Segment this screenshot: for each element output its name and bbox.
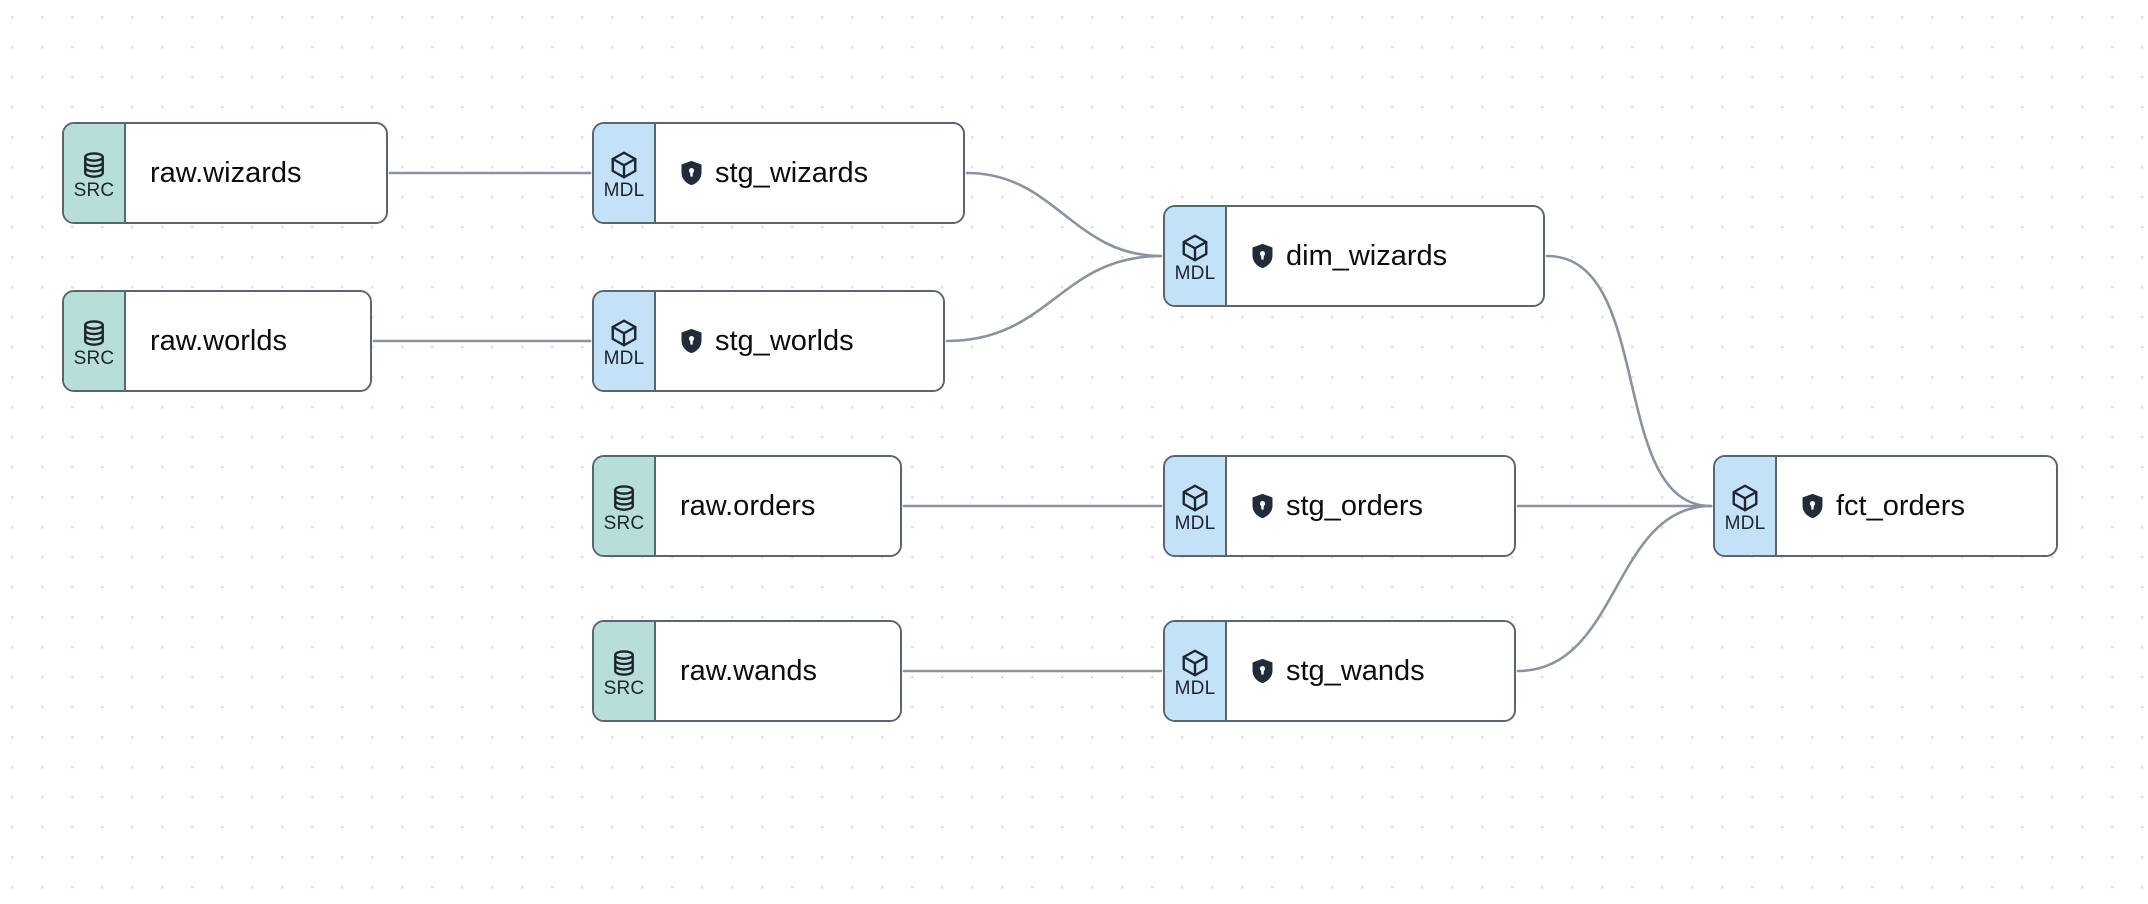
node-type-label: SRC [603,513,645,534]
node-body-raw-worlds: raw.worlds [126,292,370,390]
cube-icon [1180,233,1210,263]
lock-shield-icon [1251,658,1274,684]
node-fct-orders[interactable]: MDL fct_orders [1713,455,2058,557]
node-type-badge-dim-wizards: MDL [1165,207,1227,305]
node-type-badge-raw-worlds: SRC [64,292,126,390]
node-stg-wizards[interactable]: MDL stg_wizards [592,122,965,224]
node-label-stg-wizards: stg_wizards [715,156,869,189]
node-raw-wizards[interactable]: SRC raw.wizards [62,122,388,224]
node-body-fct-orders: fct_orders [1777,457,2056,555]
node-stg-wands[interactable]: MDL stg_wands [1163,620,1516,722]
database-icon [609,483,639,513]
edge-stg-wands-to-fct-orders[interactable] [1516,504,1713,673]
node-body-stg-worlds: stg_worlds [656,292,943,390]
lock-shield-icon [1251,493,1274,519]
cube-icon [609,318,639,348]
node-type-badge-stg-wizards: MDL [594,124,656,222]
edge-stg-worlds-to-dim-wizards[interactable] [945,254,1163,343]
node-type-label: MDL [1724,513,1766,534]
node-body-dim-wizards: dim_wizards [1227,207,1543,305]
lock-shield-icon [680,160,703,186]
node-type-label: MDL [1174,263,1216,284]
edge-dim-wizards-to-fct-orders[interactable] [1545,254,1713,508]
lock-shield-icon [680,328,703,354]
node-raw-worlds[interactable]: SRC raw.worlds [62,290,372,392]
node-label-raw-worlds: raw.worlds [150,324,287,357]
node-type-badge-stg-wands: MDL [1165,622,1227,720]
node-type-badge-raw-orders: SRC [594,457,656,555]
node-type-label: MDL [1174,678,1216,699]
node-raw-orders[interactable]: SRC raw.orders [592,455,902,557]
node-type-label: SRC [73,180,115,201]
node-raw-wands[interactable]: SRC raw.wands [592,620,902,722]
node-label-raw-wizards: raw.wizards [150,156,302,189]
node-label-stg-orders: stg_orders [1286,489,1424,522]
node-type-badge-raw-wands: SRC [594,622,656,720]
node-type-badge-fct-orders: MDL [1715,457,1777,555]
node-body-stg-wands: stg_wands [1227,622,1514,720]
node-type-label: MDL [603,180,645,201]
node-body-raw-wands: raw.wands [656,622,900,720]
database-icon [609,648,639,678]
database-icon [79,318,109,348]
node-body-stg-orders: stg_orders [1227,457,1514,555]
node-label-fct-orders: fct_orders [1836,489,1965,522]
node-type-label: SRC [603,678,645,699]
node-type-label: SRC [73,348,115,369]
node-stg-worlds[interactable]: MDL stg_worlds [592,290,945,392]
node-type-badge-raw-wizards: SRC [64,124,126,222]
node-body-raw-wizards: raw.wizards [126,124,386,222]
node-body-raw-orders: raw.orders [656,457,900,555]
node-label-stg-wands: stg_wands [1286,654,1425,687]
edge-stg-wizards-to-dim-wizards[interactable] [965,171,1163,258]
node-label-raw-orders: raw.orders [680,489,816,522]
node-type-badge-stg-worlds: MDL [594,292,656,390]
node-label-stg-worlds: stg_worlds [715,324,854,357]
node-stg-orders[interactable]: MDL stg_orders [1163,455,1516,557]
node-body-stg-wizards: stg_wizards [656,124,963,222]
lock-shield-icon [1251,243,1274,269]
node-label-dim-wizards: dim_wizards [1286,239,1448,272]
cube-icon [609,150,639,180]
node-label-raw-wands: raw.wands [680,654,818,687]
node-type-label: MDL [1174,513,1216,534]
lock-shield-icon [1801,493,1824,519]
cube-icon [1180,483,1210,513]
node-type-badge-stg-orders: MDL [1165,457,1227,555]
database-icon [79,150,109,180]
cube-icon [1730,483,1760,513]
cube-icon [1180,648,1210,678]
node-type-label: MDL [603,348,645,369]
node-dim-wizards[interactable]: MDL dim_wizards [1163,205,1545,307]
